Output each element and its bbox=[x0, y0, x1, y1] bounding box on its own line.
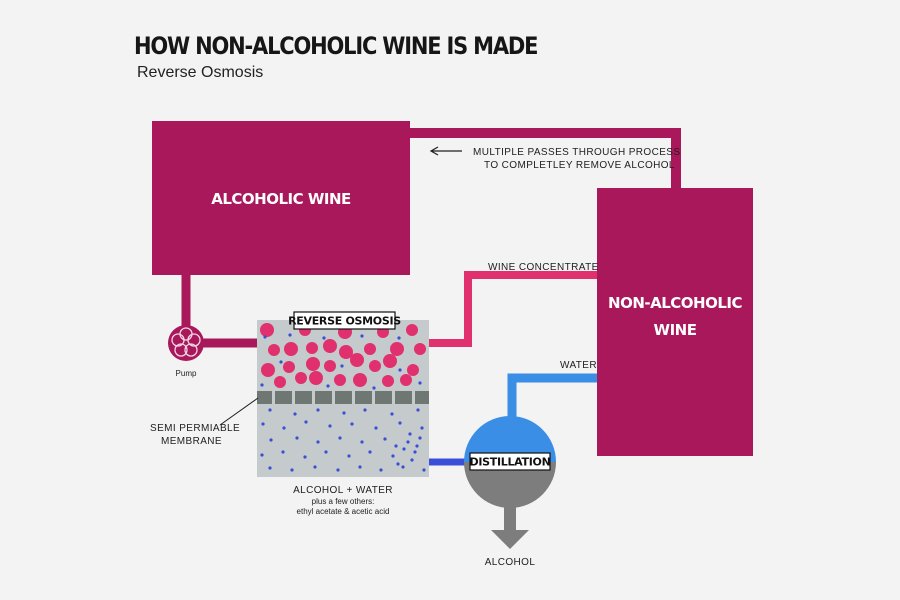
return-pipe bbox=[405, 128, 681, 190]
concentrate-pipe bbox=[428, 271, 600, 347]
reverse-osmosis-label: REVERSE OSMOSIS bbox=[288, 315, 401, 328]
page-title: HOW NON-ALCOHOLIC WINE IS MADE bbox=[134, 32, 538, 60]
water-pipe bbox=[507, 373, 600, 420]
alcoholic-wine-tank bbox=[152, 121, 410, 275]
semi-permeable-membrane bbox=[257, 391, 429, 404]
passes-label-line1: MULTIPLE PASSES THROUGH PROCESS bbox=[473, 147, 680, 158]
page-subtitle: Reverse Osmosis bbox=[137, 64, 264, 81]
alcohol-output-arrow-icon bbox=[491, 506, 529, 549]
passes-label-line2: TO COMPLETLEY REMOVE ALCOHOL bbox=[484, 160, 675, 171]
pump-icon bbox=[168, 325, 204, 361]
non-alcoholic-wine-tank bbox=[597, 188, 753, 456]
alcohol-water-molecules bbox=[260, 333, 426, 472]
alcoholic-wine-label: ALCOHOLIC WINE bbox=[211, 190, 351, 208]
alcohol-water-label: ALCOHOL + WATER bbox=[293, 485, 393, 496]
others-label-line1: plus a few others: bbox=[312, 497, 375, 506]
membrane-leader-line bbox=[219, 397, 259, 426]
others-label-line2: ethyl acetate & acetic acid bbox=[297, 507, 390, 516]
alcohol-label: ALCOHOL bbox=[485, 557, 536, 568]
wine-concentrate-label: WINE CONCENTRATE bbox=[488, 262, 599, 273]
non-alcoholic-wine-label-line2: WINE bbox=[654, 321, 697, 339]
return-arrow-icon bbox=[429, 146, 462, 156]
water-label: WATER bbox=[560, 360, 597, 371]
reverse-osmosis-label-box bbox=[293, 311, 396, 330]
membrane-label-line2: MEMBRANE bbox=[161, 436, 222, 447]
non-alcoholic-wine-label-line1: NON-ALCOHOLIC bbox=[608, 294, 742, 312]
distillation-label-box bbox=[469, 452, 551, 471]
distillation-label: DISTILLATION bbox=[470, 456, 551, 469]
pump-label: Pump bbox=[176, 369, 197, 378]
membrane-label-line1: SEMI PERMIABLE bbox=[150, 423, 240, 434]
